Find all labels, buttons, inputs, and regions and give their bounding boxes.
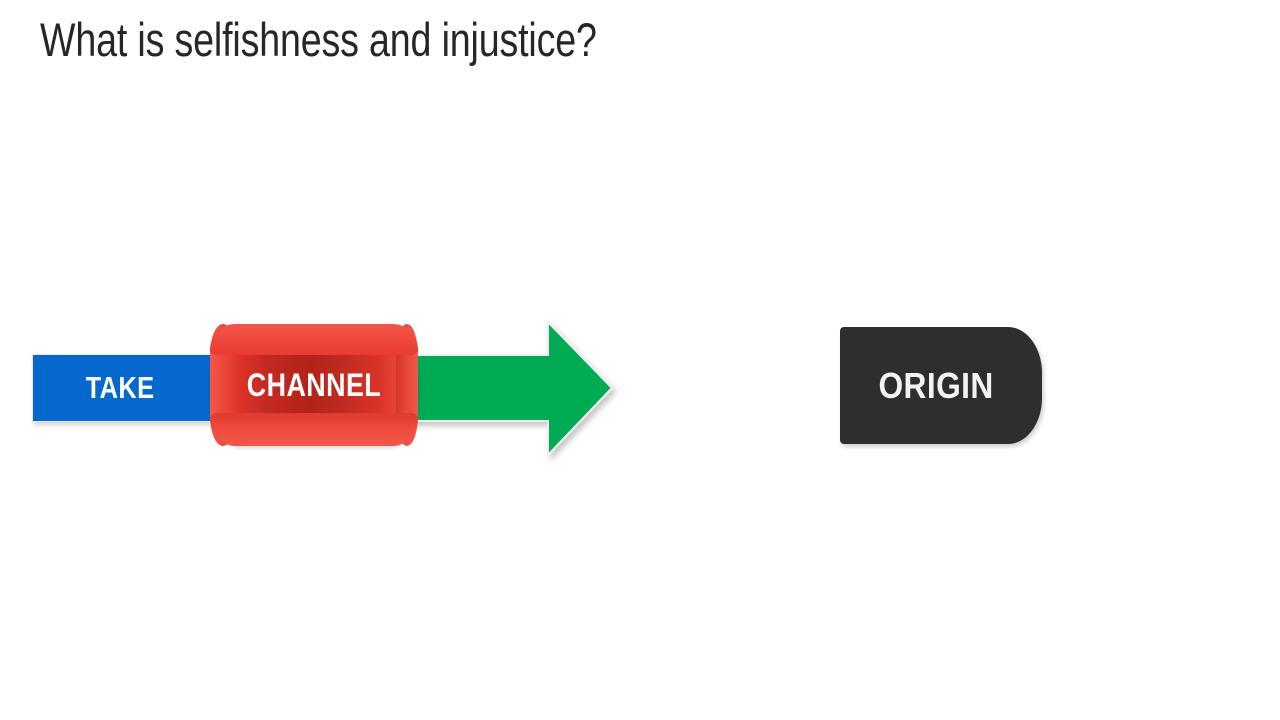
origin-box-shape[interactable] <box>840 327 1042 444</box>
cylinder-bottom-highlight <box>210 413 418 446</box>
channel-cylinder-shape[interactable] <box>210 324 418 446</box>
cylinder-top-highlight <box>210 324 418 355</box>
page-title: What is selfishness and injustice? <box>40 13 597 66</box>
